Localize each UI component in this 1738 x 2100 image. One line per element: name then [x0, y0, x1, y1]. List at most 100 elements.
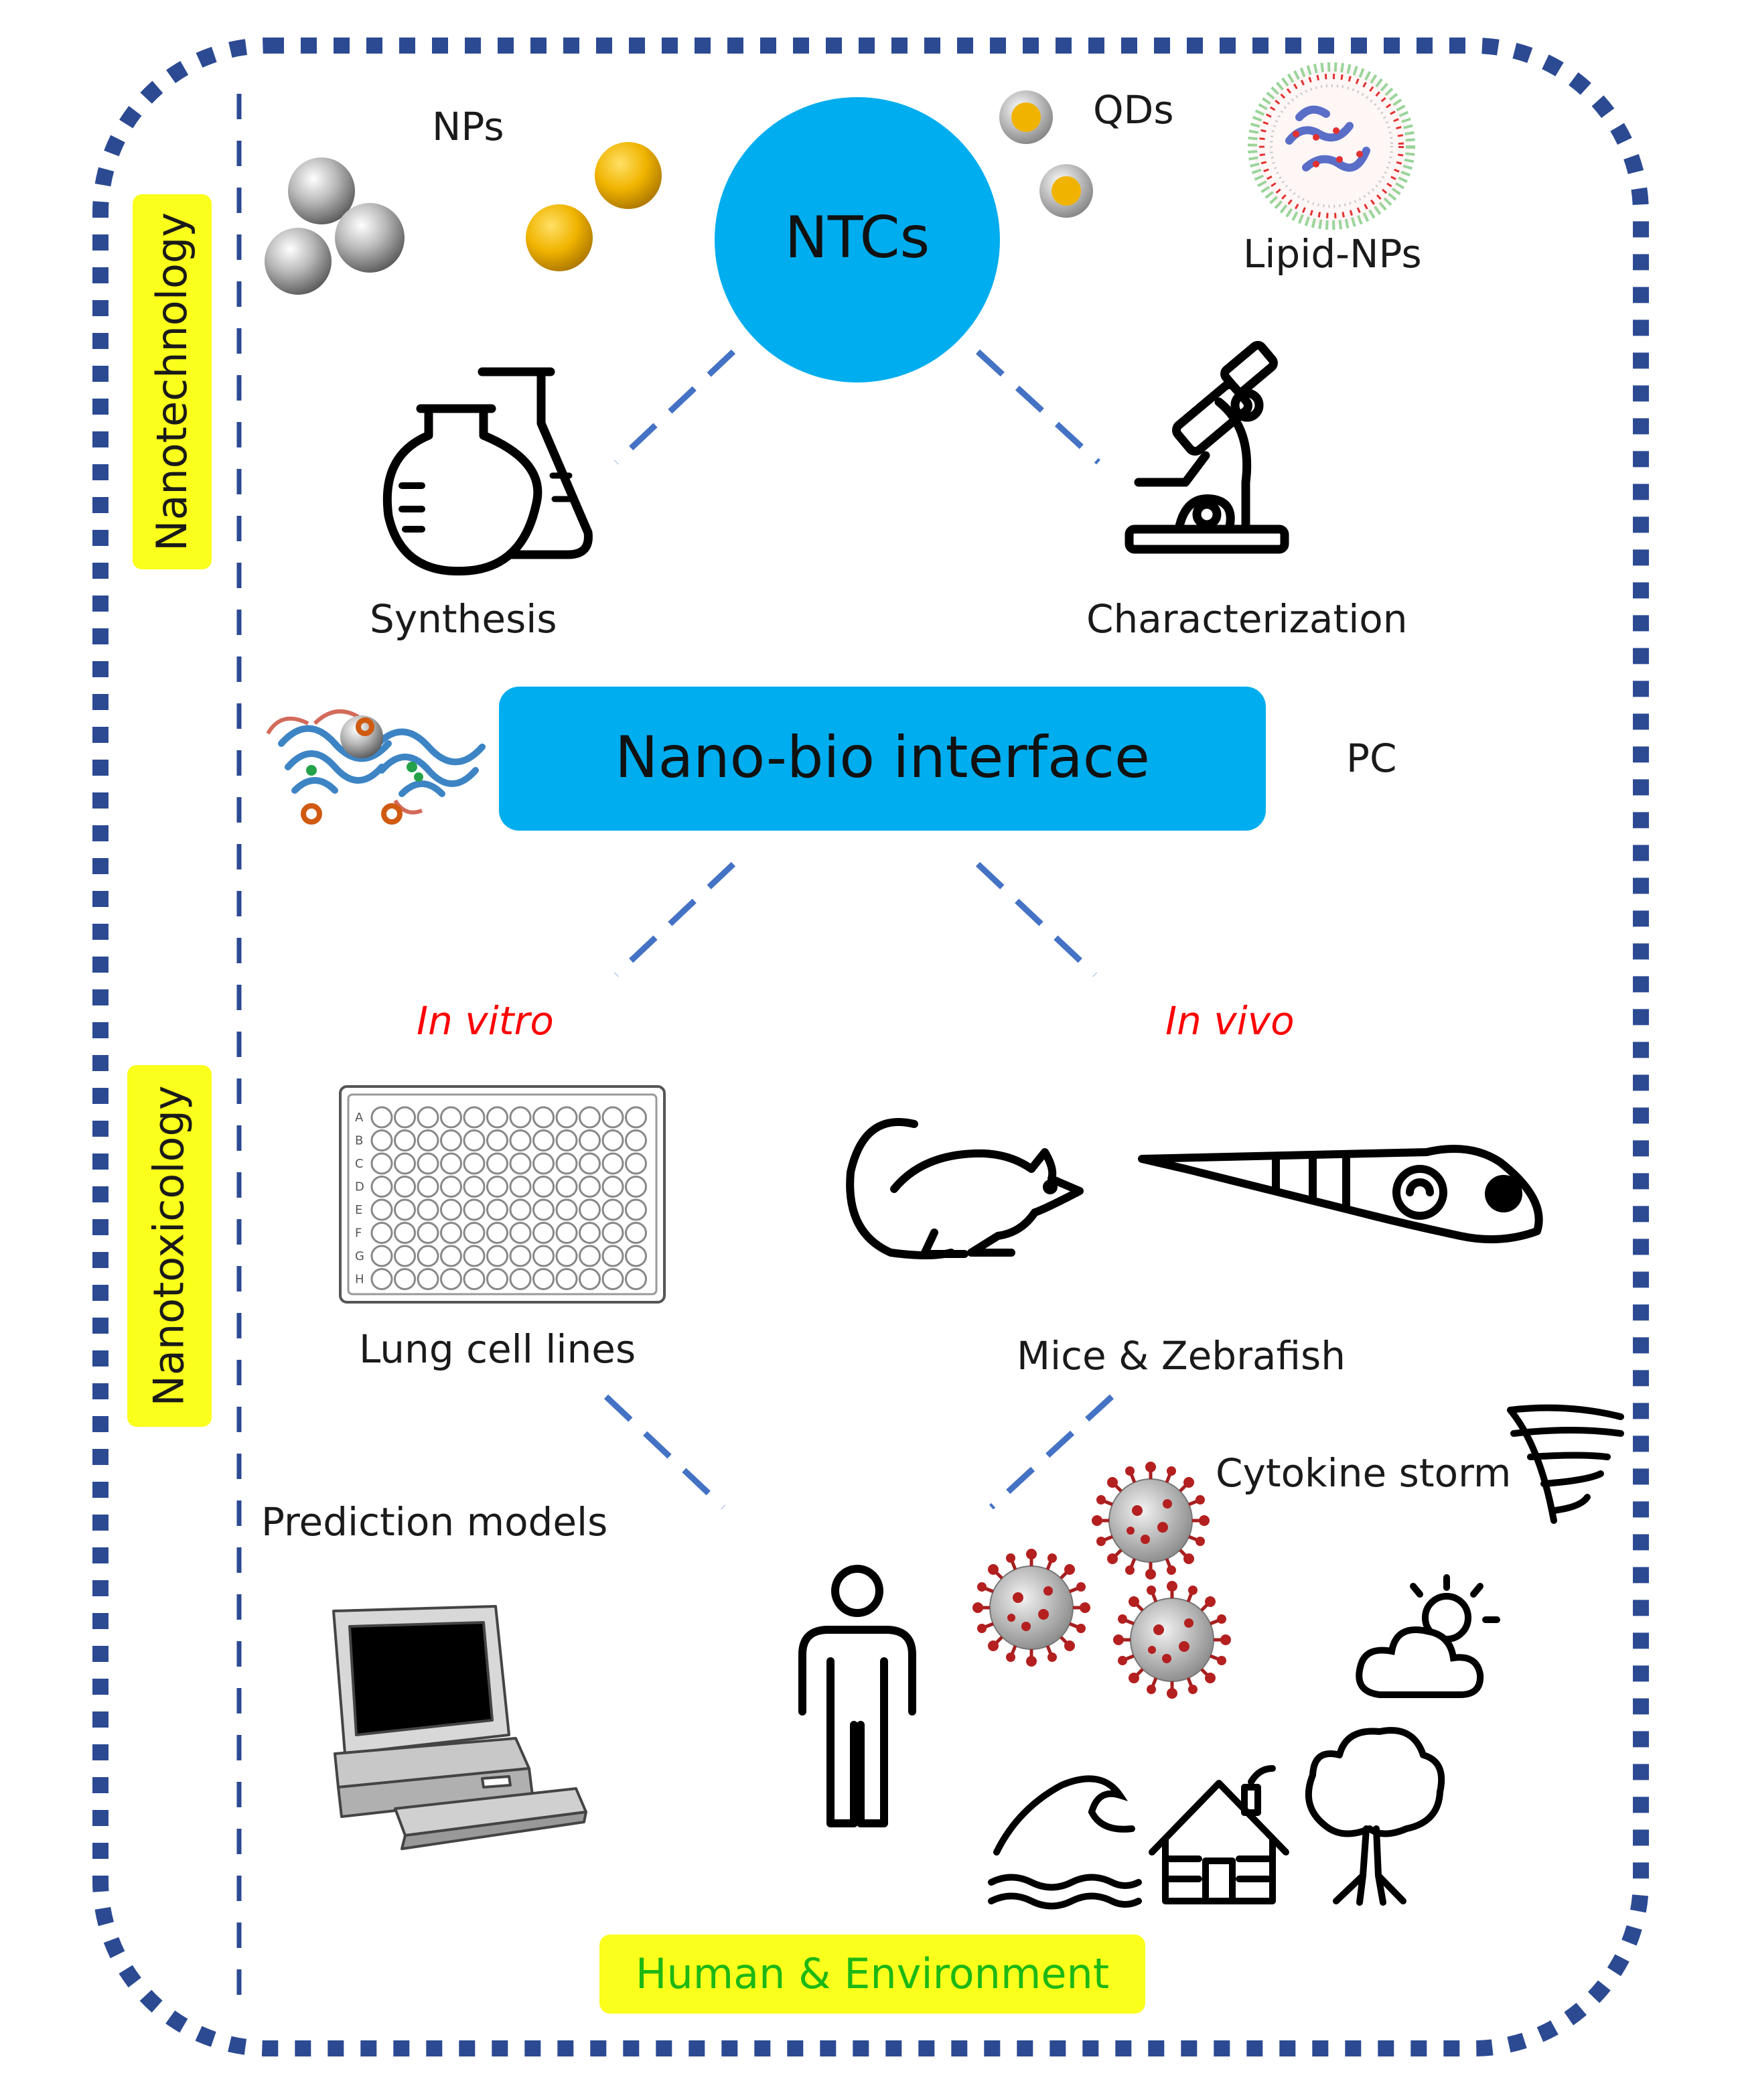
plate-well [555, 1245, 578, 1267]
plate-well [417, 1222, 439, 1244]
plate-row-label: G [355, 1249, 364, 1263]
lipid-nanoparticle-icon [1248, 62, 1415, 230]
plate-well [370, 1198, 393, 1221]
plate-well [394, 1198, 416, 1221]
plate-well [532, 1245, 555, 1267]
human-icon [798, 1565, 916, 1827]
plate-well [440, 1198, 462, 1221]
connector-interface-invitro [613, 861, 736, 977]
outer-dotted-frame [92, 38, 1649, 2056]
mouse-icon [846, 1118, 1084, 1259]
plate-well [486, 1245, 508, 1267]
plate-well [370, 1268, 393, 1290]
computer-icon [332, 1605, 587, 1850]
weather-icon [1356, 1574, 1500, 1698]
plate-well [463, 1129, 486, 1151]
plate-well [440, 1222, 462, 1244]
plate-row-label: B [355, 1134, 363, 1148]
plate-well [532, 1129, 555, 1151]
plate-well [509, 1176, 532, 1198]
characterization-label: Characterization [1086, 596, 1408, 642]
plate-well [555, 1129, 578, 1151]
nanotoxicology-label-text: Nanotoxicology [145, 1085, 194, 1407]
plate-well [532, 1268, 555, 1290]
plate-well [463, 1198, 486, 1221]
nps-label: NPs [432, 104, 504, 149]
plate-well [509, 1198, 532, 1221]
plate-well [486, 1106, 508, 1129]
house-icon [1149, 1765, 1289, 1904]
nano-bio-interface-box [499, 687, 1266, 831]
ntcs-label: NTCs [784, 204, 930, 271]
connector-invivo-human [989, 1394, 1114, 1510]
plate-well [625, 1129, 647, 1151]
plate-well [532, 1106, 555, 1129]
plate-well [579, 1106, 601, 1129]
plate-row-label: H [355, 1273, 364, 1287]
nps-particles-icon [265, 142, 662, 295]
plate-well [486, 1129, 508, 1151]
plate-well [509, 1245, 532, 1267]
plate-well [532, 1152, 555, 1175]
qds-label: QDs [1093, 87, 1174, 133]
plate-well [370, 1222, 393, 1244]
plate-well [394, 1176, 416, 1198]
plate-row-label: C [355, 1157, 364, 1171]
nanotoxicology-section-label: Nanotoxicology [127, 1065, 212, 1427]
plate-well [601, 1152, 624, 1175]
plate-well [555, 1222, 578, 1244]
plate-well [509, 1106, 532, 1129]
plate-well [463, 1152, 486, 1175]
plate-well [555, 1268, 578, 1290]
plate-well [601, 1129, 624, 1151]
plate-well [555, 1152, 578, 1175]
plate-well [417, 1268, 439, 1290]
plate-well [463, 1222, 486, 1244]
in-vivo-label: In vivo [1165, 998, 1295, 1044]
plate-well [579, 1268, 601, 1290]
plate-row-label: F [355, 1227, 362, 1241]
connector-interface-invivo [975, 861, 1098, 977]
plate-well [417, 1245, 439, 1267]
virus-icons [972, 1462, 1231, 1699]
plate-row-label: A [355, 1111, 364, 1125]
human-environment-label: Human & Environment [635, 1949, 1110, 1998]
plate-well [440, 1106, 462, 1129]
connector-invitro-human [603, 1394, 726, 1510]
plate-well [394, 1245, 416, 1267]
wave-icon [988, 1775, 1142, 1910]
plate-well [417, 1198, 439, 1221]
plate-well [579, 1129, 601, 1151]
nano-bio-interface-label: Nano-bio interface [615, 724, 1150, 791]
plate-well [509, 1268, 532, 1290]
plate-well [394, 1222, 416, 1244]
microscope-icon [1125, 340, 1289, 554]
plate-well [601, 1268, 624, 1290]
plate-well [601, 1106, 624, 1129]
flask-icon [382, 367, 593, 576]
plate-well [440, 1268, 462, 1290]
plate-well [625, 1198, 647, 1221]
plate-well [440, 1176, 462, 1198]
prediction-models-label: Prediction models [261, 1499, 608, 1545]
tree-icon [1305, 1727, 1445, 1906]
connector-ntcs-synthesis [613, 349, 736, 465]
plate-well [532, 1222, 555, 1244]
plate-row-label: D [355, 1180, 364, 1194]
plate-well [370, 1176, 393, 1198]
plate-well [625, 1176, 647, 1198]
plate-well [579, 1222, 601, 1244]
lung-cell-lines-label: Lung cell lines [359, 1326, 636, 1372]
plate-well [625, 1222, 647, 1244]
connector-ntcs-characterization [975, 349, 1101, 465]
nanotechnology-label-text: Nanotechnology [147, 212, 196, 551]
plate-well [486, 1176, 508, 1198]
plate-well [440, 1129, 462, 1151]
plate-well [440, 1245, 462, 1267]
plate-well [463, 1106, 486, 1129]
plate-well [463, 1176, 486, 1198]
plate-well [601, 1245, 624, 1267]
plate-well [601, 1222, 624, 1244]
